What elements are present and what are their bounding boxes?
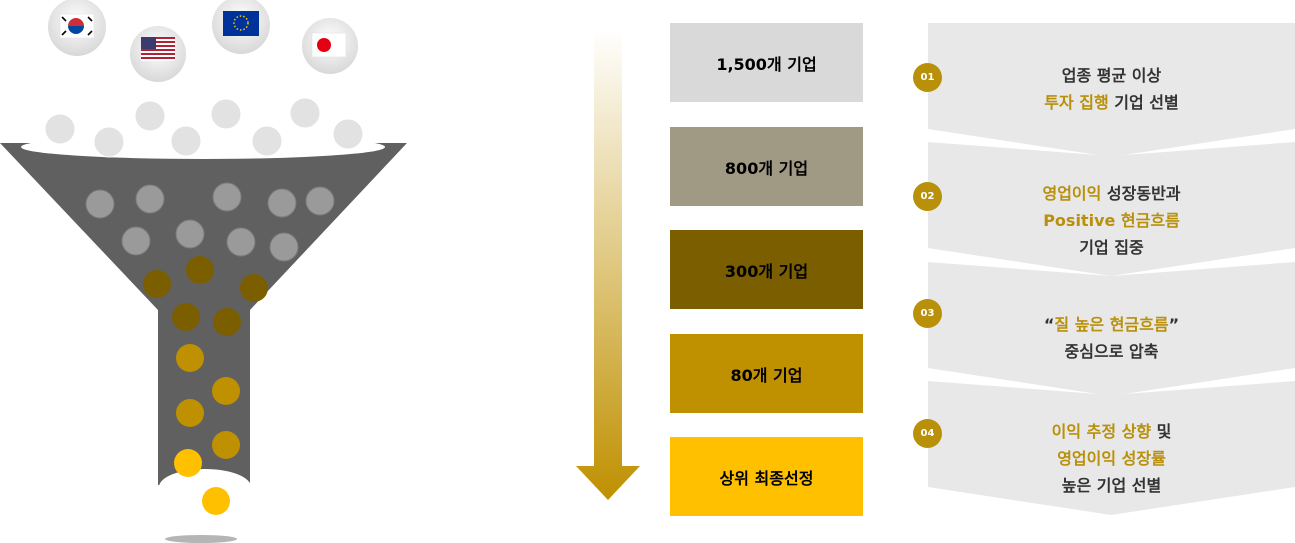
step-01-highlight: 투자 집행: [1044, 93, 1109, 112]
step-04-line3: 높은 기업 선별: [1061, 476, 1162, 495]
step-01-badge: 01: [913, 63, 942, 92]
step-04: 이익 추정 상향 및 영업이익 성장률 높은 기업 선별: [928, 381, 1295, 516]
step-04-line1: 및: [1151, 422, 1172, 441]
yellow-balls: [174, 449, 230, 515]
step-03: “질 높은 현금흐름” 중심으로 압축: [928, 262, 1295, 397]
stage-1500: 1,500개 기업: [670, 23, 863, 102]
dark-gold-balls: [143, 256, 268, 336]
step-02-line2: Positive 현금흐름: [1043, 211, 1180, 230]
step-03-quote-open: “: [1043, 315, 1055, 334]
step-02: 영업이익 성장동반과 Positive 현금흐름 기업 집중: [928, 142, 1295, 277]
gold-balls: [176, 344, 240, 459]
step-01-line1: 업종 평균 이상: [1061, 66, 1162, 85]
japan-flag-icon: [302, 18, 358, 74]
step-04-line2: 영업이익 성장률: [1057, 449, 1166, 468]
ground-shadow: [165, 535, 237, 543]
funnel-body: [0, 143, 407, 485]
step-01-line2: 기업 선별: [1108, 93, 1179, 112]
step-03-badge: 03: [913, 299, 942, 328]
step-02-badge: 02: [913, 182, 942, 211]
funnel-rim: [21, 135, 385, 159]
korea-flag-icon: [48, 0, 106, 56]
step-02-line3: 기업 집중: [1079, 238, 1144, 257]
step-04-badge: 04: [913, 419, 942, 448]
step-02-highlight: 영업이익: [1042, 184, 1102, 203]
stage-800: 800개 기업: [670, 127, 863, 206]
stage-80: 80개 기업: [670, 334, 863, 413]
stage-300: 300개 기업: [670, 230, 863, 309]
step-02-line1: 성장동반과: [1101, 184, 1181, 203]
eu-flag-icon: [212, 0, 270, 54]
step-03-quote-close: ”: [1168, 315, 1180, 334]
step-03-highlight: 질 높은 현금흐름: [1054, 315, 1169, 334]
step-03-line2: 중심으로 압축: [1064, 342, 1159, 361]
down-arrow-icon: [576, 30, 640, 500]
stage-final: 상위 최종선정: [670, 437, 863, 516]
step-04-highlight: 이익 추정 상향: [1051, 422, 1152, 441]
grey-balls: [85, 182, 335, 262]
funnel-illustration: [0, 0, 407, 543]
input-balls: [44, 97, 364, 158]
step-01: 업종 평균 이상 투자 집행 기업 선별: [928, 23, 1295, 158]
usa-flag-icon: [130, 26, 186, 82]
